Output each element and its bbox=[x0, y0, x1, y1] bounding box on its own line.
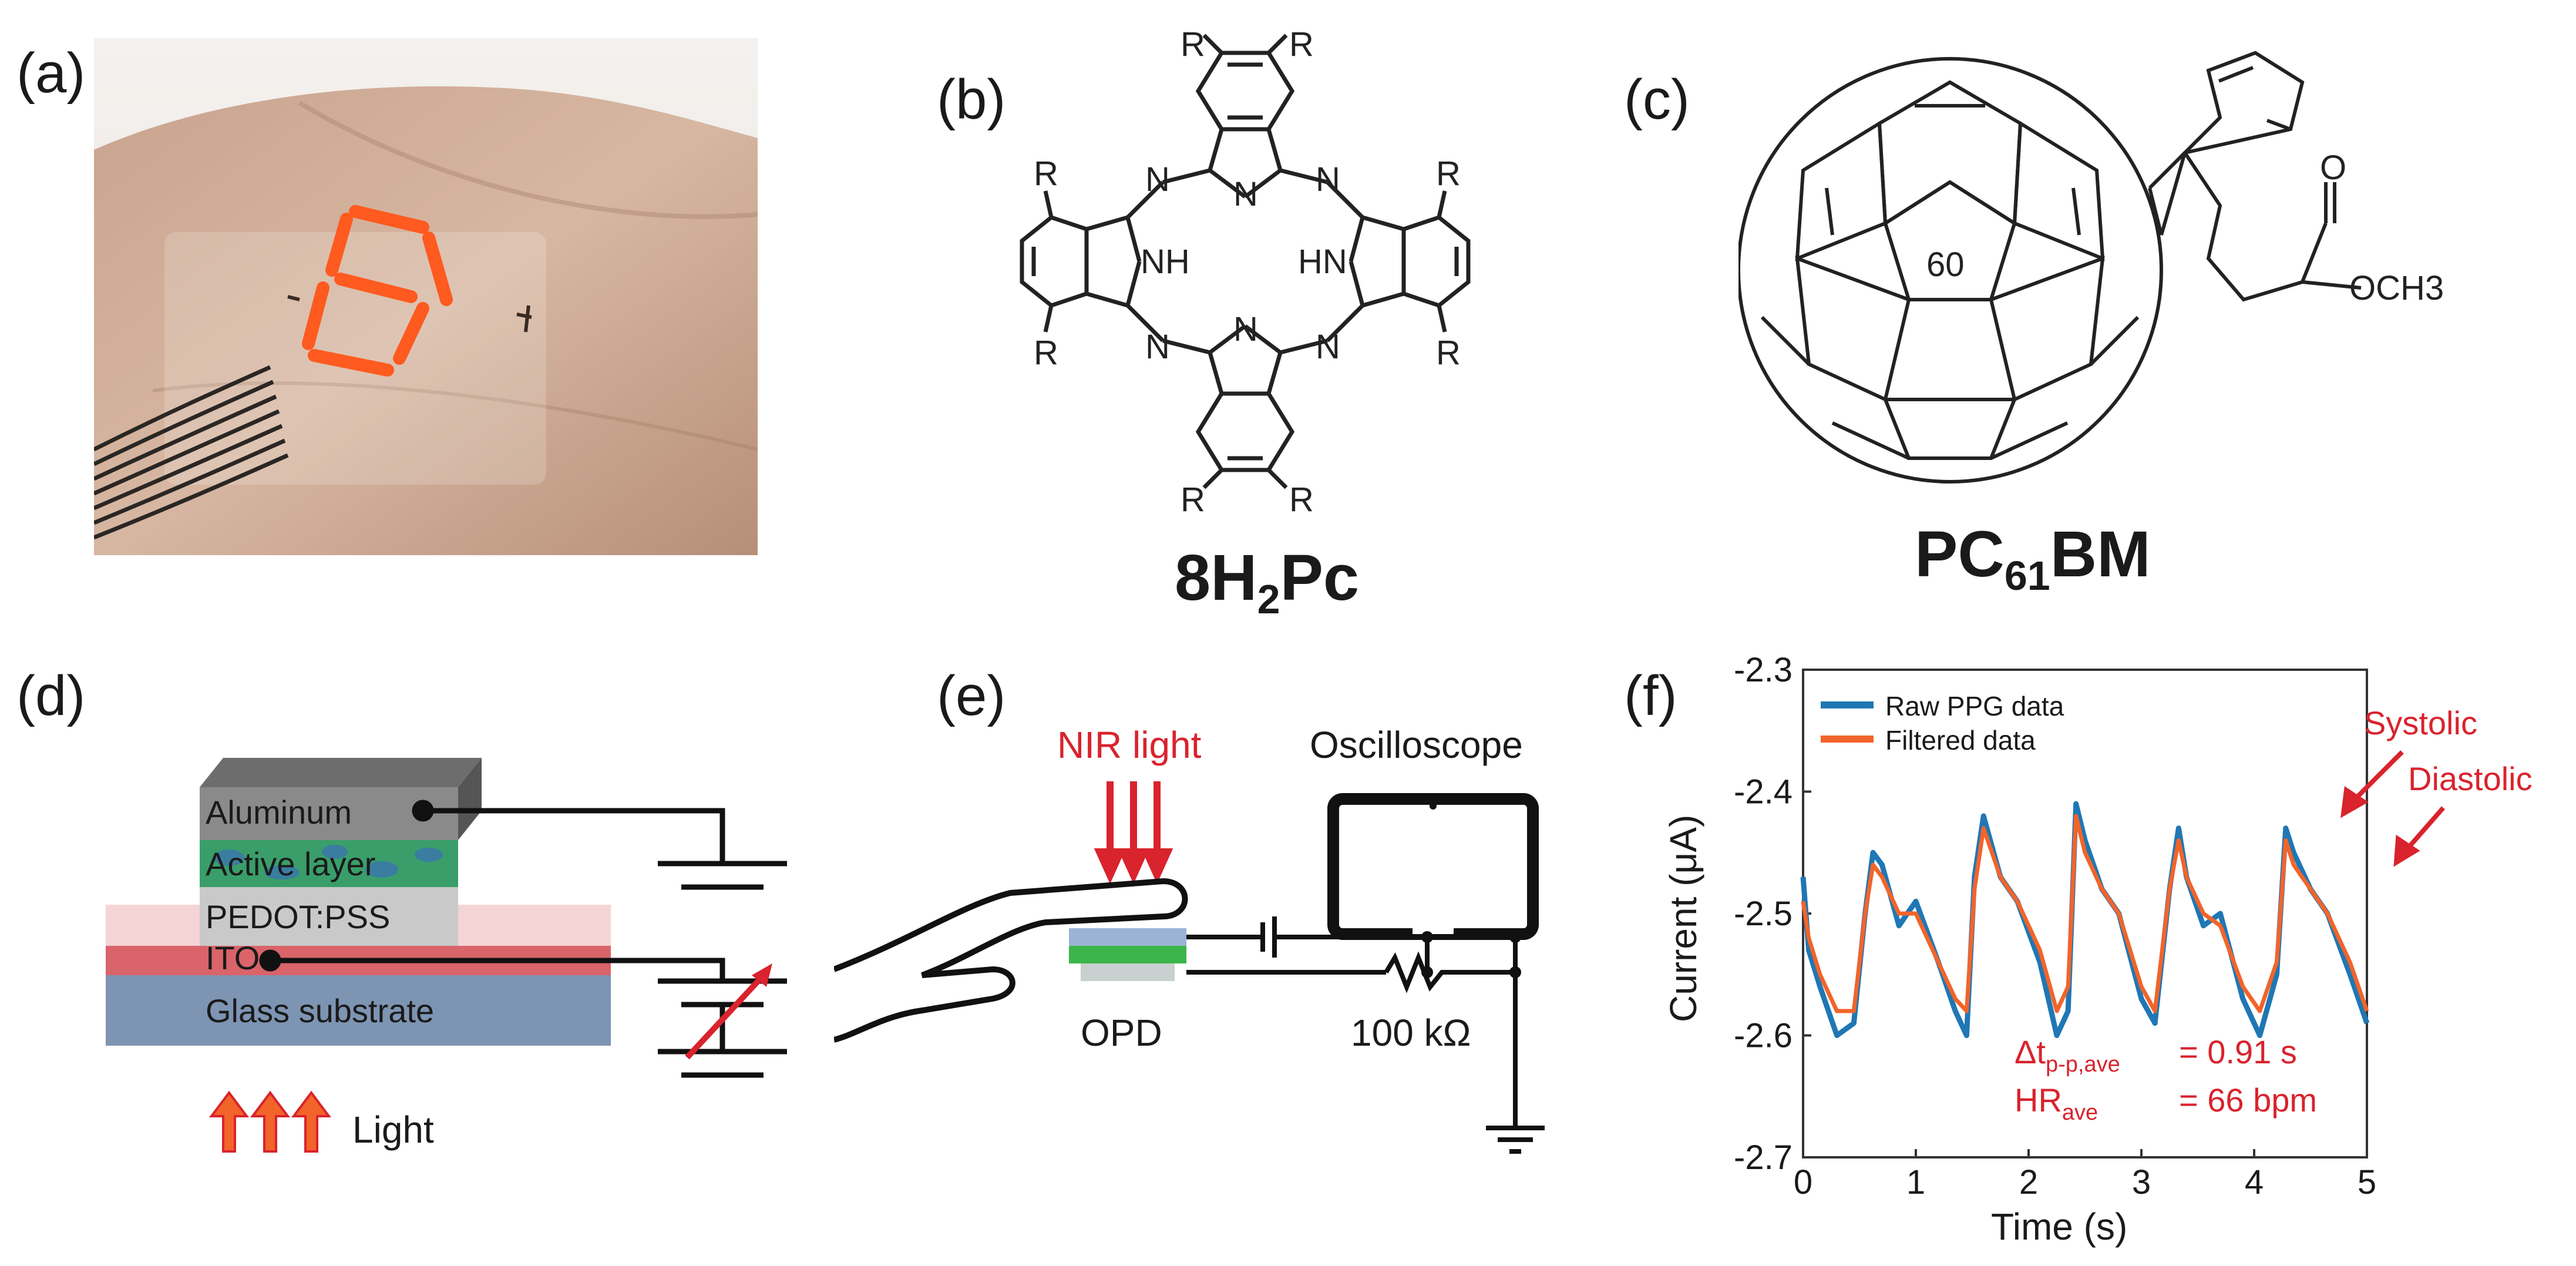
y-tick-label: -2.7 bbox=[1734, 1139, 1793, 1177]
measurement-setup-diagram: NIR light Oscilloscope OPD 100 kΩ bbox=[834, 724, 1545, 1154]
y-tick-label: -2.5 bbox=[1734, 895, 1793, 933]
legend-filtered: Filtered data bbox=[1885, 725, 2036, 755]
skin-device-photo bbox=[94, 38, 758, 555]
ribbon-cable bbox=[94, 365, 289, 540]
x-tick-label: 5 bbox=[2358, 1163, 2376, 1201]
light-label: Light bbox=[352, 1109, 434, 1151]
r-group: R bbox=[1034, 334, 1058, 372]
nitrogen-atom: N bbox=[1233, 175, 1258, 213]
nir-arrows bbox=[1094, 781, 1173, 884]
caption-pcbm: PC61BM bbox=[1915, 518, 2151, 599]
nitrogen-atom: N bbox=[1316, 160, 1340, 199]
phthalocyanine-structure: R R R R R R R R N N N N N N NH HN bbox=[1020, 25, 1471, 519]
layer-pedot: PEDOT:PSS bbox=[206, 898, 390, 935]
layer-ito: ITO bbox=[206, 939, 260, 976]
r-group: R bbox=[1289, 25, 1314, 63]
y-tick-label: -2.6 bbox=[1734, 1017, 1793, 1055]
nitrogen-atom: N bbox=[1145, 160, 1170, 199]
device-stack-diagram: Aluminum Active layer PEDOT:PSS ITO Glas… bbox=[106, 758, 787, 1153]
nh-group: NH bbox=[1141, 243, 1190, 281]
panel-label-b: (b) bbox=[937, 68, 1006, 131]
seven-segment-display bbox=[302, 205, 453, 377]
r-group: R bbox=[1436, 334, 1461, 372]
pcbm-structure: 60 O OCH3 bbox=[1738, 51, 2443, 483]
hr-label: HRave bbox=[2015, 1082, 2098, 1125]
panel-label-c: (c) bbox=[1624, 68, 1690, 131]
panel-label-a: (a) bbox=[16, 42, 86, 105]
opd-device bbox=[1069, 928, 1186, 946]
layer-glass: Glass substrate bbox=[206, 992, 434, 1029]
oscilloscope-icon bbox=[1327, 793, 1539, 940]
x-tick-label: 3 bbox=[2132, 1163, 2151, 1201]
r-group: R bbox=[1289, 481, 1314, 519]
hand-shape bbox=[94, 86, 758, 555]
nitrogen-atom: N bbox=[1233, 310, 1258, 348]
systolic-label: Systolic bbox=[2364, 704, 2477, 741]
x-tick-label: 2 bbox=[2019, 1163, 2038, 1201]
ppg-chart: -2.3 -2.4 -2.5 -2.6 -2.7 0 1 2 3 4 5 Raw PPG data… bbox=[1662, 652, 2533, 1248]
variable-source-arrow bbox=[685, 973, 766, 1060]
diastolic-label: Diastolic bbox=[2408, 760, 2533, 797]
finger-icon bbox=[834, 878, 1188, 1043]
x-tick-label: 0 bbox=[1794, 1163, 1812, 1201]
hr-value: = 66 bpm bbox=[2179, 1082, 2317, 1119]
nir-light-label: NIR light bbox=[1057, 724, 1202, 766]
opd-label: OPD bbox=[1081, 1012, 1162, 1054]
x-axis-label: Time (s) bbox=[1991, 1205, 2127, 1248]
panel-label-d: (d) bbox=[16, 664, 86, 727]
x-tick-label: 1 bbox=[1906, 1163, 1925, 1201]
carbonyl-oxygen: O bbox=[2320, 149, 2346, 187]
panel-label-f: (f) bbox=[1624, 664, 1677, 727]
hn-group: HN bbox=[1298, 243, 1347, 281]
c60-label: 60 bbox=[1926, 246, 1965, 284]
r-group: R bbox=[1436, 155, 1461, 193]
oscilloscope-label: Oscilloscope bbox=[1310, 724, 1523, 766]
ester-group: OCH3 bbox=[2349, 269, 2443, 307]
panel-label-e: (e) bbox=[937, 664, 1006, 727]
x-tick-label: 4 bbox=[2245, 1163, 2264, 1201]
light-arrows bbox=[209, 1090, 331, 1153]
nitrogen-atom: N bbox=[1316, 328, 1340, 366]
caption-8h2pc: 8H2Pc bbox=[1175, 542, 1360, 622]
r-group: R bbox=[1181, 481, 1205, 519]
legend-raw: Raw PPG data bbox=[1885, 691, 2064, 721]
nitrogen-atom: N bbox=[1145, 328, 1170, 366]
layer-aluminum: Aluminum bbox=[206, 794, 352, 831]
dt-label: Δtp-p,ave bbox=[2015, 1033, 2120, 1077]
dt-value: = 0.91 s bbox=[2179, 1033, 2297, 1070]
y-tick-label: -2.3 bbox=[1734, 652, 1793, 689]
y-axis-label: Current (μA) bbox=[1662, 815, 1704, 1022]
layer-active: Active layer bbox=[206, 845, 375, 882]
resistor-label: 100 kΩ bbox=[1351, 1012, 1471, 1054]
series-line-filtered bbox=[1801, 814, 2369, 1013]
r-group: R bbox=[1034, 155, 1058, 193]
y-tick-label: -2.4 bbox=[1734, 773, 1793, 811]
r-group: R bbox=[1181, 25, 1205, 63]
